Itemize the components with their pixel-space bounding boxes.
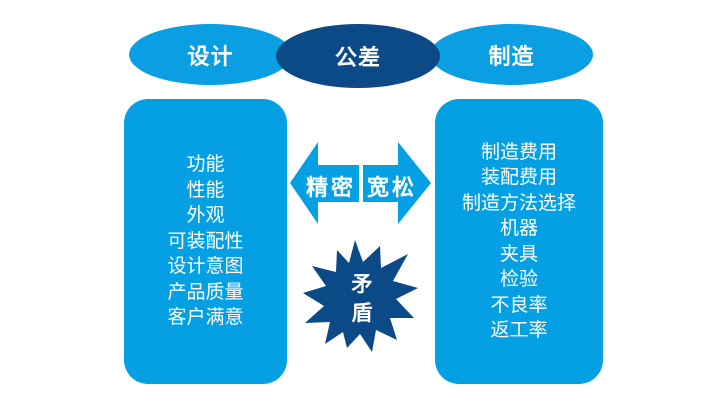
tolerance-label: 公差 — [334, 46, 381, 71]
precision-label: 精密 — [306, 176, 357, 201]
manufacturing-item: 制造方法选择 — [461, 191, 576, 214]
manufacturing-item: 装配费用 — [480, 166, 557, 188]
design-item: 外观 — [186, 204, 225, 227]
manufacturing-ellipse: 制造 — [430, 24, 593, 85]
left-arrow-icon — [290, 142, 359, 224]
design-item: 功能 — [186, 153, 225, 176]
manufacturing-item: 不良率 — [490, 293, 548, 316]
manufacturing-item: 检验 — [499, 268, 538, 290]
design-requirements-box: 功能 性能 外观 可装配性 设计意图 产品质量 客户满意 — [124, 99, 287, 384]
design-item: 可装配性 — [167, 229, 244, 252]
conflict-starburst-icon — [303, 240, 418, 352]
manufacturing-item: 制造费用 — [480, 140, 557, 163]
design-item: 产品质量 — [167, 280, 244, 303]
manufacturing-label: 制造 — [488, 44, 535, 70]
design-item: 性能 — [186, 178, 225, 201]
design-item: 设计意图 — [167, 255, 244, 278]
right-arrow-icon — [363, 142, 431, 224]
conflict-label-2: 盾 — [351, 301, 373, 325]
manufacturing-item: 机器 — [499, 217, 538, 239]
manufacturing-factors-box: 制造费用 装配费用 制造方法选择 机器 夹具 检验 不良率 返工率 — [435, 99, 603, 384]
tolerance-ellipse: 公差 — [276, 24, 440, 88]
loose-label: 宽松 — [367, 176, 418, 201]
design-item: 客户满意 — [167, 306, 244, 329]
conflict-label-1: 矛 — [351, 272, 373, 296]
design-label: 设计 — [187, 44, 234, 70]
manufacturing-item: 返工率 — [490, 319, 548, 341]
design-ellipse: 设计 — [129, 24, 292, 85]
manufacturing-item: 夹具 — [499, 242, 538, 265]
